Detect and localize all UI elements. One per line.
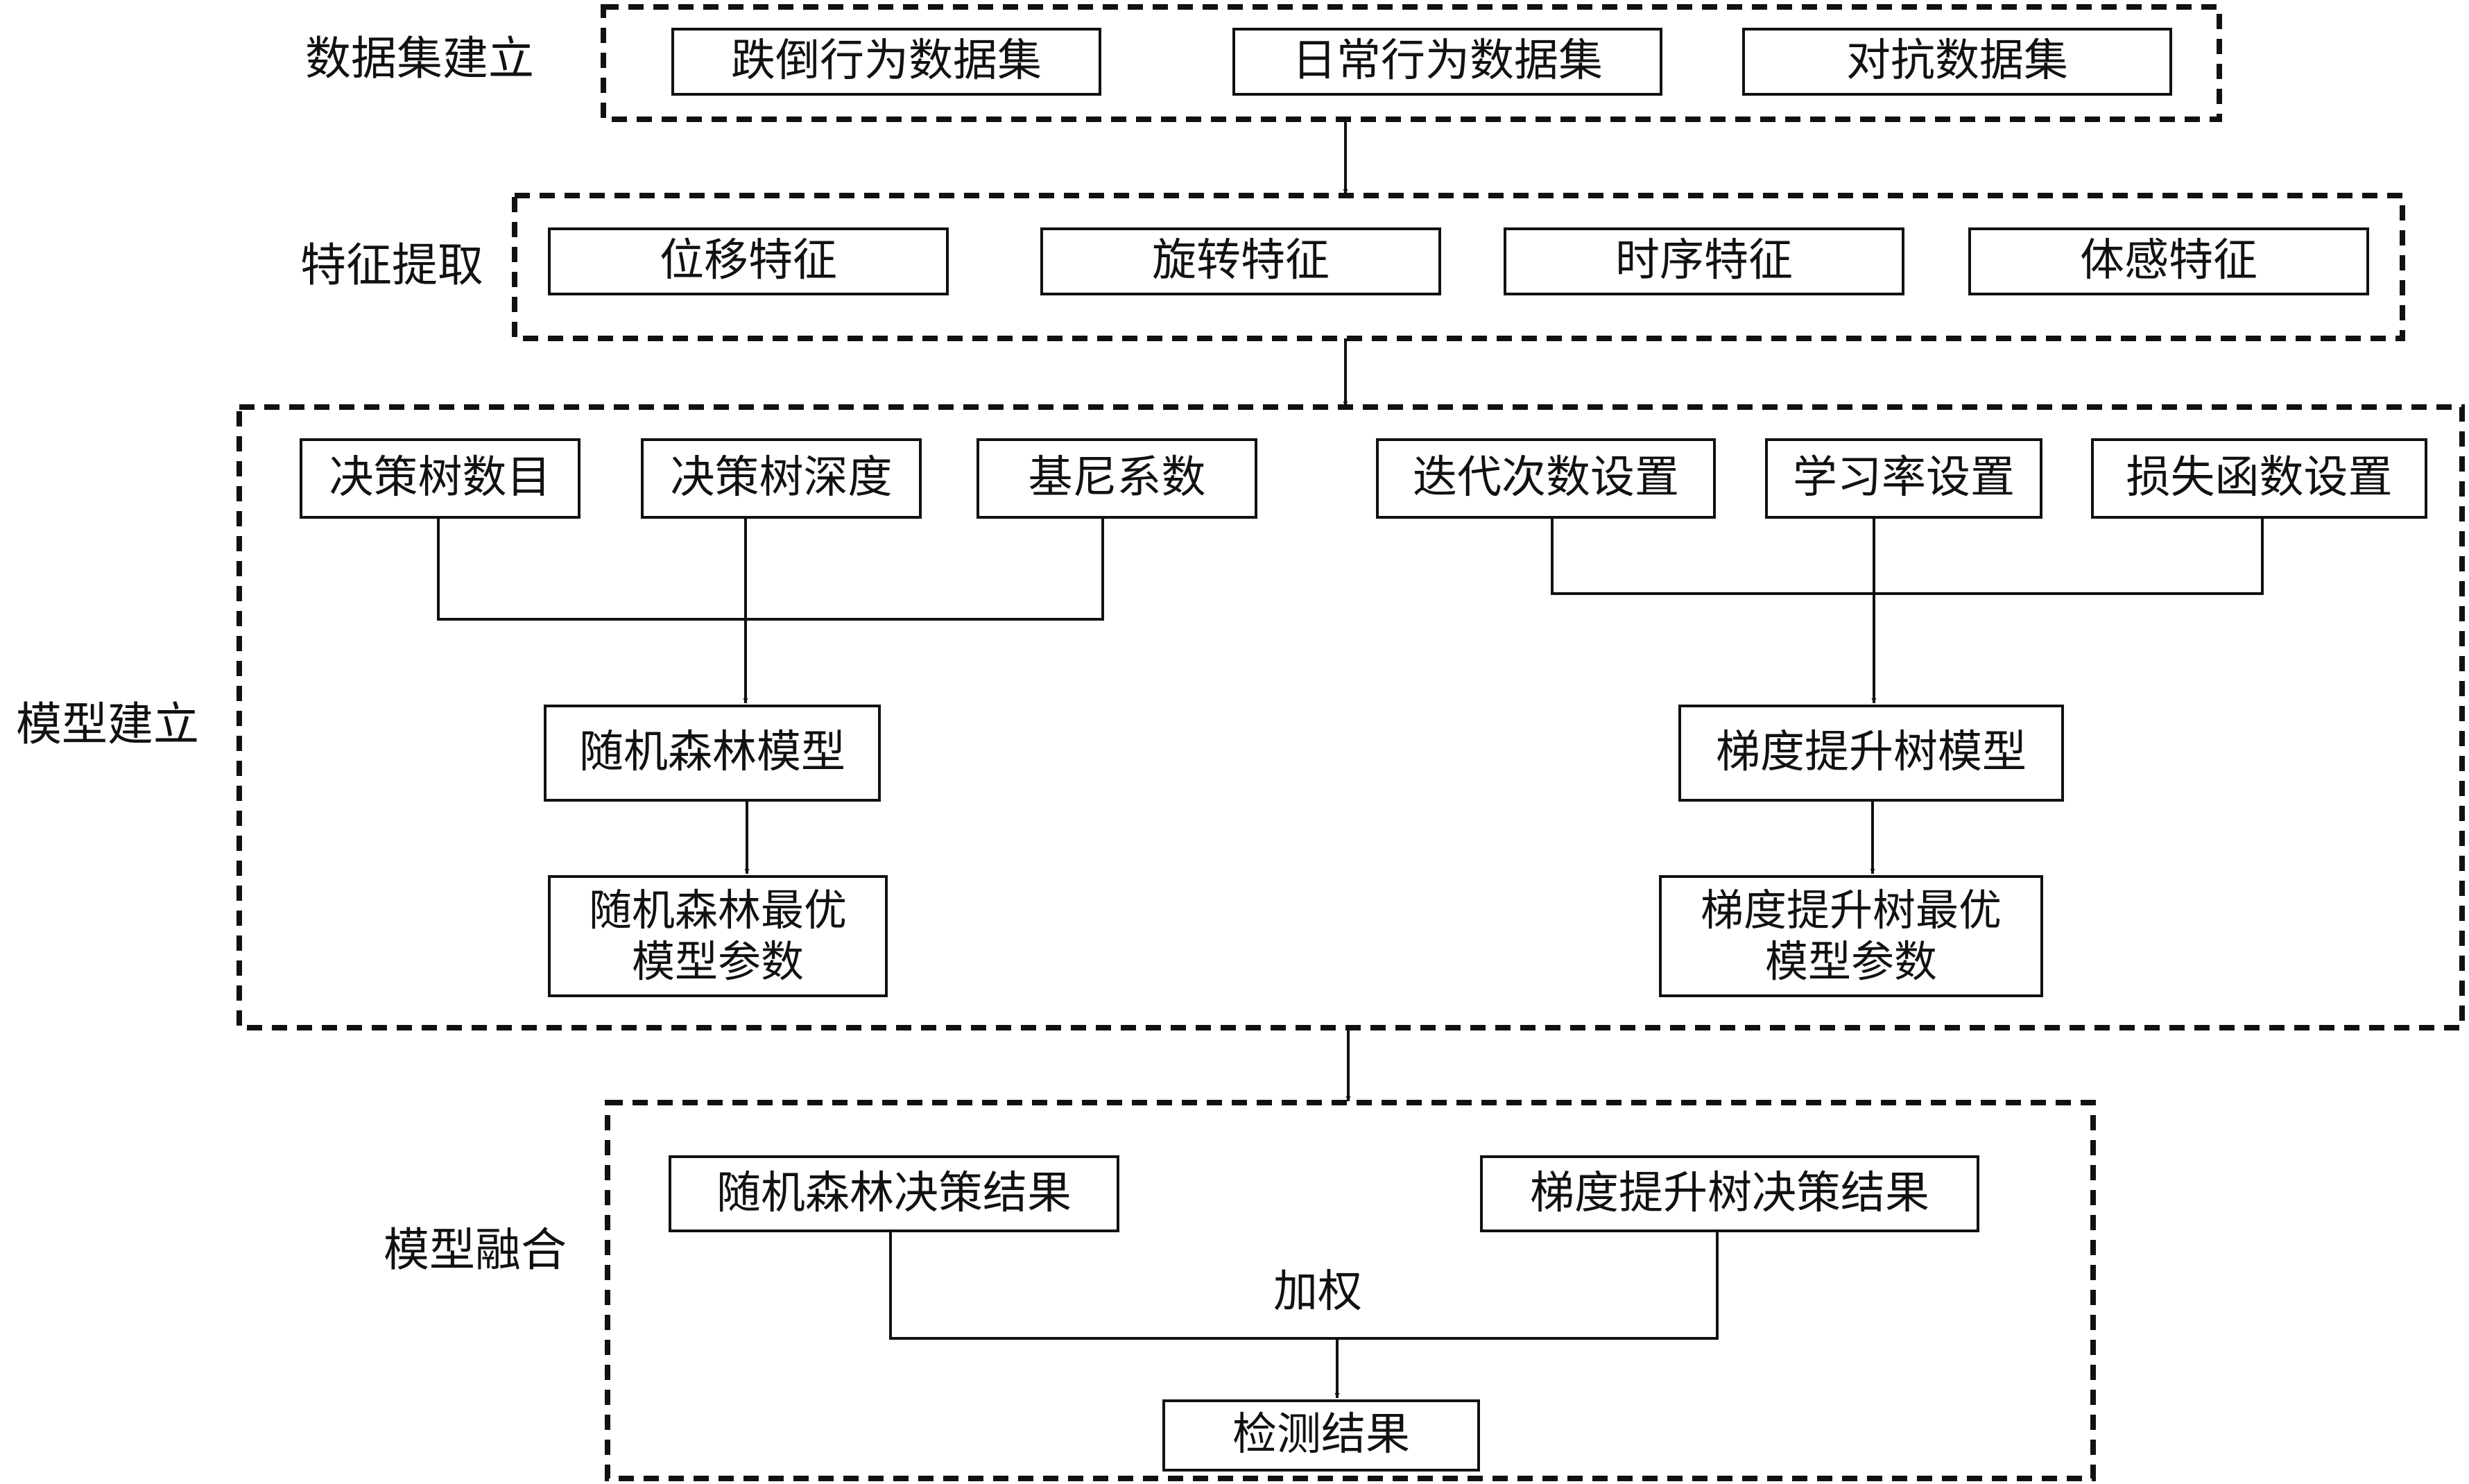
features-group-frame xyxy=(512,193,2405,341)
group-label-dataset: 数据集建立 xyxy=(305,32,534,86)
rf-tree-count-box: 决策树数目 xyxy=(300,438,580,519)
gbt-best-line2: 模型参数 xyxy=(1764,936,1937,987)
rf-param-bracket xyxy=(437,519,1104,621)
model-group-frame xyxy=(236,404,2465,1030)
gbt-param-bracket xyxy=(1551,519,2264,595)
weighting-label: 加权 xyxy=(1273,1266,1362,1318)
gbt-learning-rate-box: 学习率设置 xyxy=(1765,438,2042,519)
fusion-group-frame xyxy=(605,1100,2096,1481)
gbt-iterations-box: 迭代次数设置 xyxy=(1376,438,1716,519)
fusion-weight-bracket xyxy=(889,1232,1719,1340)
detection-result-box: 检测结果 xyxy=(1162,1399,1480,1472)
gbt-best-params-box: 梯度提升树最优 模型参数 xyxy=(1659,875,2043,997)
rf-tree-depth-box: 决策树深度 xyxy=(641,438,922,519)
fall-dataset-box: 跌倒行为数据集 xyxy=(671,28,1101,96)
gbt-model-box: 梯度提升树模型 xyxy=(1678,705,2064,802)
group-label-fusion: 模型融合 xyxy=(384,1223,567,1277)
gbt-best-line1: 梯度提升树最优 xyxy=(1700,884,2002,935)
rf-decision-result-box: 随机森林决策结果 xyxy=(669,1155,1119,1232)
somatosensory-feature-box: 体感特征 xyxy=(1968,227,2369,295)
rf-best-line1: 随机森林最优 xyxy=(588,884,847,935)
rf-best-params-box: 随机森林最优 模型参数 xyxy=(548,875,888,997)
group-label-model: 模型建立 xyxy=(16,698,199,752)
temporal-feature-box: 时序特征 xyxy=(1504,227,1904,295)
daily-dataset-box: 日常行为数据集 xyxy=(1232,28,1662,96)
group-label-features: 特征提取 xyxy=(300,239,483,293)
displacement-feature-box: 位移特征 xyxy=(548,227,949,295)
dataset-group-frame xyxy=(601,4,2222,122)
gbt-decision-result-box: 梯度提升树决策结果 xyxy=(1480,1155,1979,1232)
gbt-loss-box: 损失函数设置 xyxy=(2091,438,2427,519)
rotation-feature-box: 旋转特征 xyxy=(1040,227,1441,295)
adversarial-dataset-box: 对抗数据集 xyxy=(1742,28,2172,96)
rf-best-line2: 模型参数 xyxy=(631,936,804,987)
rf-model-box: 随机森林模型 xyxy=(544,705,881,802)
rf-gini-box: 基尼系数 xyxy=(977,438,1257,519)
